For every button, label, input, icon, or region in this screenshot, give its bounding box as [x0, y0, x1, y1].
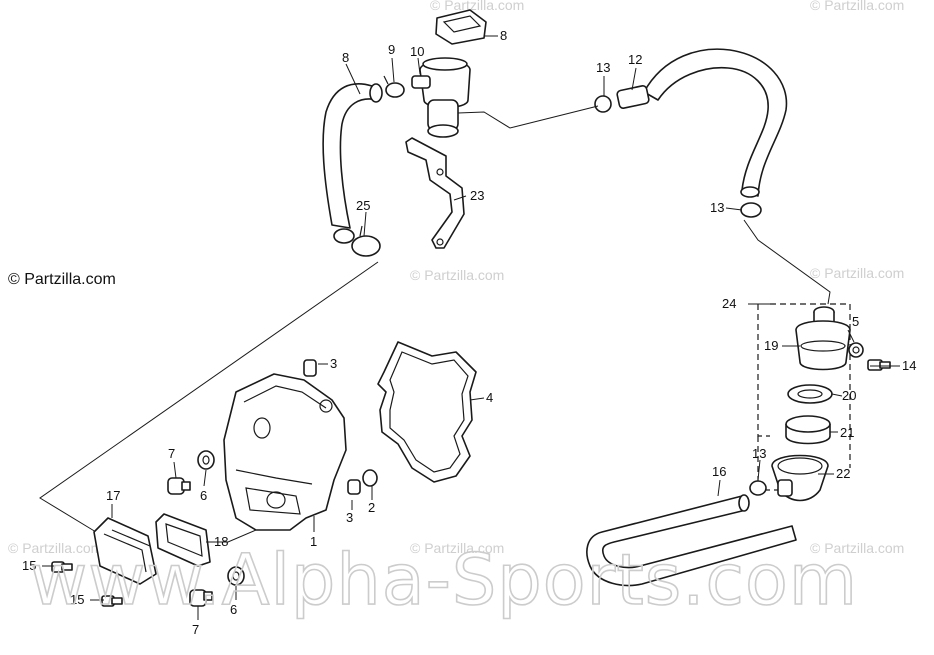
callout-19: 19 [764, 338, 778, 353]
part-6-washer [197, 450, 215, 470]
callout-9: 9 [388, 42, 395, 57]
callout-7: 7 [168, 446, 175, 461]
callout-5: 5 [852, 314, 859, 329]
part-18-gasket [155, 513, 211, 567]
watermark-small: © Partzilla.com [8, 540, 102, 556]
part-7-bolt [167, 477, 191, 495]
background-watermarks: © Partzilla.com © Partzilla.com © Partzi… [8, 0, 904, 556]
part-17-plate [93, 517, 157, 585]
callout-6: 6 [200, 488, 207, 503]
part-22-housing [771, 454, 829, 502]
callout-23: 23 [470, 188, 484, 203]
watermark-small: © Partzilla.com [810, 265, 904, 281]
part-14-bolt [867, 359, 891, 371]
part-13-clamp [749, 480, 767, 496]
callout-4: 4 [486, 390, 493, 405]
part-13-clamp [740, 202, 762, 218]
part-2-oring [362, 469, 378, 487]
part-20-gasket [787, 384, 833, 404]
part-13-clamp [594, 95, 612, 113]
part-4-gasket [377, 341, 477, 483]
callout-leaders [42, 35, 900, 620]
callout-25: 25 [356, 198, 370, 213]
callout-14: 14 [902, 358, 916, 373]
callout-8: 8 [342, 50, 349, 65]
callout-12: 12 [628, 52, 642, 67]
part-25-clamp [351, 225, 381, 257]
copyright-label: © Partzilla.com [8, 271, 116, 288]
part-10-valve [411, 57, 471, 138]
callout-13: 13 [710, 200, 724, 215]
callout-24: 24 [722, 296, 736, 311]
part-12-hose [616, 48, 788, 198]
part-19-breather [795, 306, 851, 371]
part-15-bolt [51, 561, 73, 573]
callout-13: 13 [752, 446, 766, 461]
watermark-small: © Partzilla.com [430, 0, 524, 13]
callout-7: 7 [192, 622, 199, 637]
callout-labels: 8 10 9 8 13 12 13 23 25 24 5 14 19 20 21… [22, 28, 916, 637]
watermark-large: www.Alpha-Sports.com [30, 539, 858, 621]
callout-13: 13 [596, 60, 610, 75]
part-9-clamp [383, 75, 405, 98]
callout-18: 18 [214, 534, 228, 549]
part-11-cap [435, 9, 487, 45]
callout-15: 15 [22, 558, 36, 573]
hose-connection-line [743, 219, 831, 305]
hose-connection-line [457, 105, 599, 129]
callout-17: 17 [106, 488, 120, 503]
watermark-small: © Partzilla.com [410, 540, 504, 556]
part-6-washer [227, 566, 245, 586]
callout-3: 3 [330, 356, 337, 371]
part-23-bracket [405, 137, 465, 249]
callout-21: 21 [840, 425, 854, 440]
callout-16: 16 [712, 464, 726, 479]
callout-10: 10 [410, 44, 424, 59]
part-21-filter [785, 415, 831, 445]
callout-6: 6 [230, 602, 237, 617]
watermark-small: © Partzilla.com [810, 540, 904, 556]
callout-3: 3 [346, 510, 353, 525]
callout-15: 15 [70, 592, 84, 607]
part-16-hose [586, 494, 797, 587]
part-8-hose [322, 83, 383, 244]
part-15-bolt [101, 595, 123, 607]
part-1-cylinder-head-cover [223, 373, 361, 531]
hose-connection-line [39, 261, 379, 533]
watermark-small: © Partzilla.com [810, 0, 904, 13]
part-3-plug [303, 359, 317, 377]
callout-1: 1 [310, 534, 317, 549]
callout-22: 22 [836, 466, 850, 481]
part-5-oring [848, 342, 864, 358]
watermark-small: © Partzilla.com [410, 267, 504, 283]
callout-20: 20 [842, 388, 856, 403]
callout-11: 8 [500, 28, 507, 43]
callout-2: 2 [368, 500, 375, 515]
